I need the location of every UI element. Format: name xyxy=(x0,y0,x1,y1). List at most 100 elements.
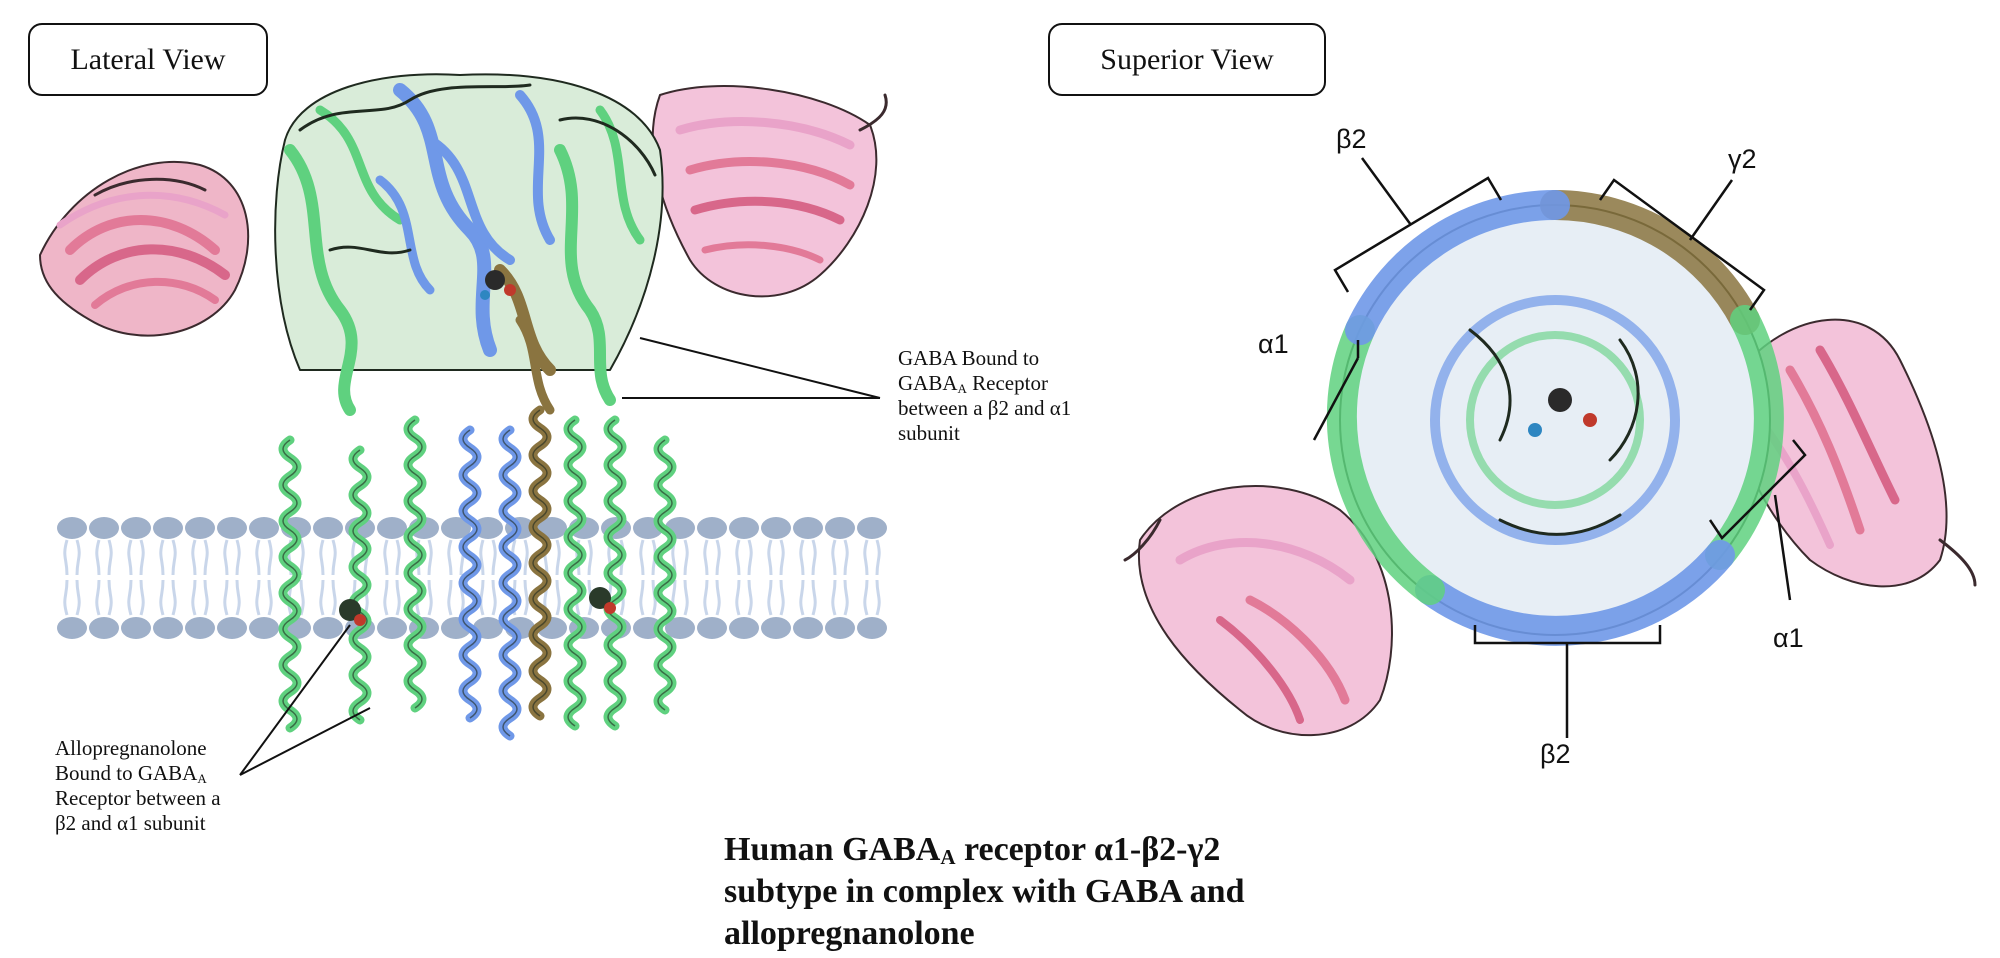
lipid-tail xyxy=(747,579,753,616)
lipid-tail xyxy=(191,579,197,616)
lipid-tail xyxy=(479,579,485,616)
lipid-tail xyxy=(223,579,229,616)
lipid-tail xyxy=(299,539,305,576)
lipid-head xyxy=(825,517,855,539)
lipid-tail xyxy=(331,539,337,576)
lateral-view-label: Lateral View xyxy=(28,23,268,96)
lipid-tail xyxy=(299,579,305,616)
lipid-tail xyxy=(683,579,689,616)
allo-annotation-line2: Bound to GABA xyxy=(55,761,198,785)
lipid-tail xyxy=(171,539,177,576)
lipid-tail xyxy=(255,539,261,576)
lipid-tail xyxy=(107,579,113,616)
lipid-tail xyxy=(767,579,773,616)
lipid-tail xyxy=(875,539,881,576)
lipid-tail xyxy=(331,579,337,616)
lipid-tail xyxy=(767,539,773,576)
lipid-tail xyxy=(799,539,805,576)
lipid-head xyxy=(185,617,215,639)
superior-right-antibody xyxy=(1734,318,1977,588)
lipid-tail xyxy=(267,579,273,616)
allo-annotation-sub: A xyxy=(197,771,207,786)
lipid-head xyxy=(857,617,887,639)
lipid-head xyxy=(121,617,151,639)
lipid-tail xyxy=(555,579,561,616)
receptor-extracellular-domain xyxy=(274,73,664,416)
lipid-tail xyxy=(747,539,753,576)
allopregnanolone-ligands xyxy=(339,587,616,626)
lipid-tail xyxy=(875,579,881,616)
lipid-tail xyxy=(447,539,453,576)
tm-helix-outline xyxy=(282,439,298,729)
lipid-tail xyxy=(427,539,433,576)
allo-annotation-lines xyxy=(239,624,371,776)
lipid-head xyxy=(217,617,247,639)
lipid-tail xyxy=(127,539,133,576)
tm-helix-outline xyxy=(407,419,423,709)
lipid-head xyxy=(217,517,247,539)
figure-title-sub: A xyxy=(940,845,956,869)
lipid-tail xyxy=(703,579,709,616)
lipid-head xyxy=(153,517,183,539)
superior-view-text: Superior View xyxy=(1100,42,1274,76)
lipid-head xyxy=(377,617,407,639)
lipid-tail xyxy=(491,579,497,616)
figure-title-line2: subtype in complex with GABA and xyxy=(724,873,1245,910)
lipid-tail xyxy=(523,539,529,576)
lipid-tail xyxy=(843,539,849,576)
label-beta2-top: β2 xyxy=(1336,124,1367,154)
lipid-tail xyxy=(715,539,721,576)
lipid-tail xyxy=(811,539,817,576)
lipid-tail xyxy=(319,579,325,616)
lipid-tail xyxy=(863,539,869,576)
lipid-tail xyxy=(75,579,81,616)
lipid-tail xyxy=(203,539,209,576)
lipid-head xyxy=(761,617,791,639)
lipid-tail xyxy=(127,579,133,616)
lipid-tail xyxy=(479,539,485,576)
lipid-tail xyxy=(319,539,325,576)
lipid-tail xyxy=(831,579,837,616)
lipid-tail xyxy=(235,579,241,616)
lipid-head xyxy=(121,517,151,539)
lateral-view-text: Lateral View xyxy=(70,42,226,76)
right-antibody-domain xyxy=(651,85,888,298)
lipid-tail xyxy=(735,539,741,576)
lipid-head xyxy=(441,517,471,539)
lipid-tail xyxy=(107,539,113,576)
lipid-head xyxy=(761,517,791,539)
lipid-head xyxy=(537,517,567,539)
label-gamma2: γ2 xyxy=(1728,144,1757,174)
tm-helix-outline xyxy=(352,449,368,721)
lipid-tail xyxy=(555,539,561,576)
superior-view-label: Superior View xyxy=(1048,23,1326,96)
lipid-tail xyxy=(95,579,101,616)
lipid-tail xyxy=(863,579,869,616)
gaba-annotation-line4: subunit xyxy=(898,421,960,445)
lipid-tail xyxy=(139,579,145,616)
lipid-head xyxy=(89,617,119,639)
superior-left-antibody xyxy=(1123,485,1393,736)
allo-annotation: Allopregnanolone Bound to GABAA Receptor… xyxy=(55,736,226,835)
lipid-tail xyxy=(171,579,177,616)
lipid-tail xyxy=(383,539,389,576)
figure-title: Human GABAA receptor α1-β2-γ2 subtype in… xyxy=(724,831,1253,952)
gaba-annotation-line1: GABA Bound to xyxy=(898,346,1039,370)
lateral-view: GABA Bound to GABAA Receptor between a β… xyxy=(38,73,1071,835)
lipid-head xyxy=(729,617,759,639)
tm-helix-outline xyxy=(607,419,623,727)
lipid-tail xyxy=(587,539,593,576)
lipid-tail xyxy=(735,579,741,616)
figure-title-line1b: receptor α1-β2-γ2 xyxy=(956,831,1221,868)
allo-annotation-line1: Allopregnanolone xyxy=(55,736,207,760)
tm-helix-outline xyxy=(462,429,478,719)
lipid-tail xyxy=(715,579,721,616)
lipid-head xyxy=(313,517,343,539)
lipid-head xyxy=(249,517,279,539)
lipid-tail xyxy=(523,579,529,616)
subunit-brackets xyxy=(1312,157,1807,738)
lipid-tail xyxy=(235,539,241,576)
figure-title-line3: allopregnanolone xyxy=(724,915,975,952)
superior-view: β2 γ2 α1 α1 β2 xyxy=(1123,124,1977,769)
lipid-tail xyxy=(267,539,273,576)
